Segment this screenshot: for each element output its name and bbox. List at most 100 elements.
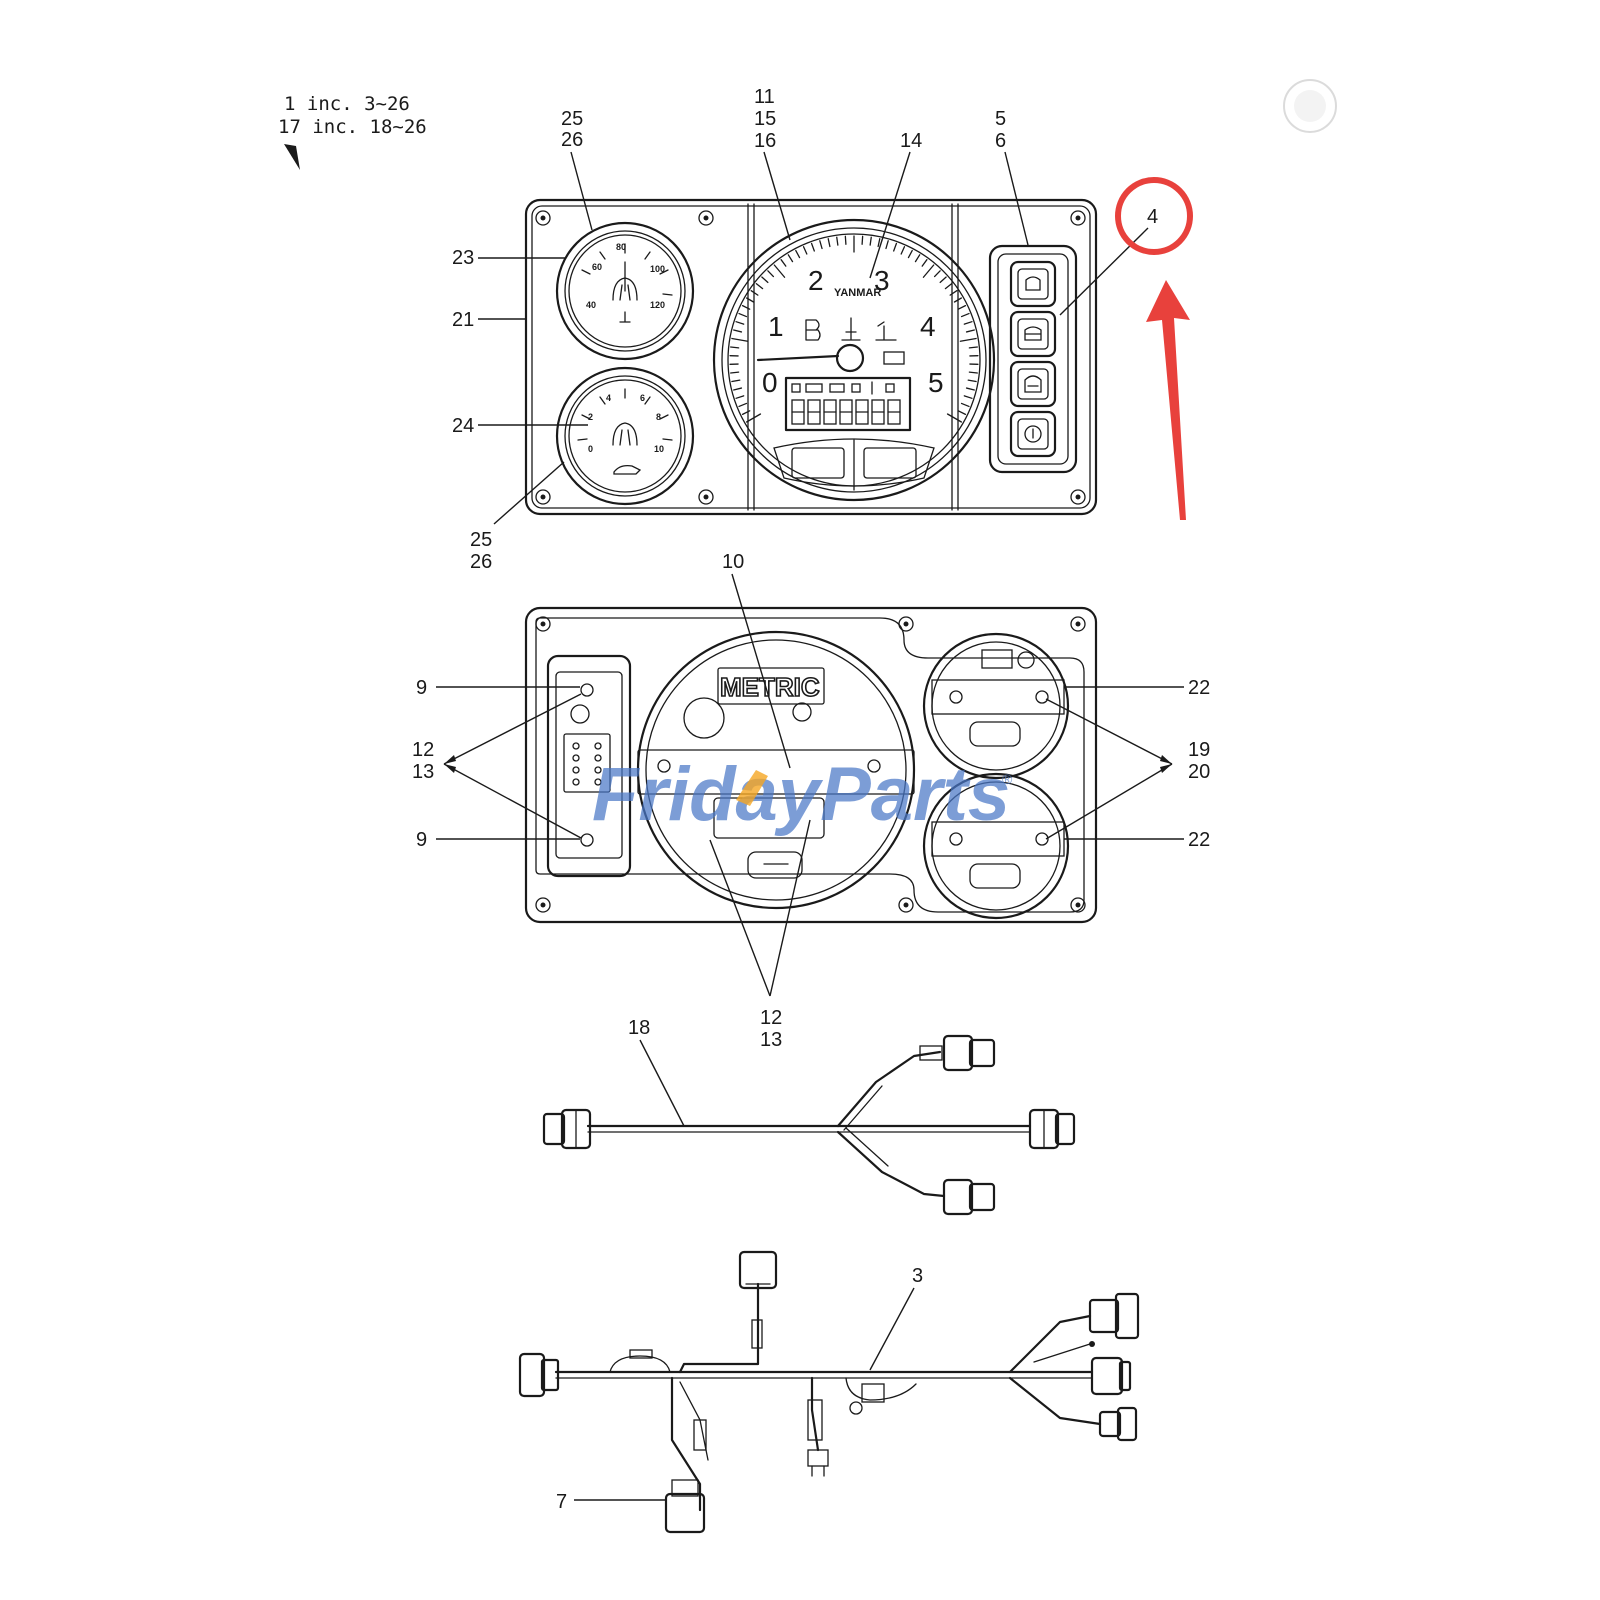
callout-label: 13 <box>760 1029 782 1051</box>
note-line-1: 1 inc. 3~26 <box>284 93 410 115</box>
tach-tick <box>953 297 963 303</box>
callout-label: 25 <box>561 108 583 130</box>
tach-tick <box>963 395 973 399</box>
callout-label: 4 <box>1147 206 1158 228</box>
watermark-text: FridayParts <box>592 752 1010 837</box>
callout-label: 19 <box>1188 739 1210 761</box>
tach-tick <box>741 304 751 310</box>
tach-tick <box>819 240 823 250</box>
connector-icon <box>1028 1108 1076 1150</box>
switch-panel <box>988 244 1078 474</box>
callout-label: 13 <box>412 761 434 783</box>
connector-icon <box>1090 1356 1132 1396</box>
tach-tick <box>959 337 977 342</box>
tach-tick <box>957 410 967 416</box>
tach-numeral: 1 <box>768 311 784 342</box>
tach-tick <box>730 346 740 349</box>
tach-tick <box>730 371 740 374</box>
tach-tick <box>957 304 967 310</box>
tach-tick <box>968 371 978 374</box>
temperature-gauge: 60 80 100 40 120 <box>555 221 695 361</box>
tach-tick <box>767 270 775 278</box>
callout-label: 22 <box>1188 677 1210 699</box>
tachometer: 0 1 2 3 4 5 YANMAR <box>712 218 996 502</box>
callout-label: 7 <box>556 1491 567 1513</box>
callout-label: 15 <box>754 108 776 130</box>
tach-tick <box>780 259 787 267</box>
tach-tick <box>907 249 913 259</box>
rear-panel: METRIC <box>524 606 1098 924</box>
tach-tick <box>965 329 975 333</box>
connector-icon <box>1098 1406 1138 1442</box>
oil-pressure-gauge: 4 6 2 8 0 10 <box>555 366 695 506</box>
connector-icon <box>518 1352 560 1398</box>
oil-icon <box>875 321 897 341</box>
tach-tick <box>893 242 898 252</box>
callout-label: 16 <box>754 130 776 152</box>
tach-tick <box>922 264 935 278</box>
front-callouts: 25 26 11 15 16 14 5 6 4 23 21 24 25 26 <box>452 86 1158 573</box>
callout-label: 12 <box>412 739 434 761</box>
svg-text:2: 2 <box>588 412 593 422</box>
svg-text:120: 120 <box>650 300 665 310</box>
tach-tick <box>810 242 815 252</box>
tach-tick <box>949 290 958 296</box>
tach-tick <box>773 264 786 278</box>
coolant-icon <box>841 317 861 341</box>
rear-metric-label: METRIC <box>720 672 820 702</box>
tach-tick <box>965 387 975 391</box>
svg-text:6: 6 <box>640 393 645 403</box>
callout-label: 20 <box>1188 761 1210 783</box>
battery-icon <box>883 351 905 365</box>
tach-tick <box>933 270 941 278</box>
tach-tick <box>914 254 921 263</box>
tach-tick <box>900 246 906 255</box>
tach-tick <box>761 276 769 284</box>
direction-arrow-icon <box>284 144 300 170</box>
svg-text:80: 80 <box>616 242 626 252</box>
note-line-2: 17 inc. 18~26 <box>278 116 427 138</box>
svg-text:0: 0 <box>588 444 593 454</box>
tach-tick <box>968 346 978 349</box>
svg-text:40: 40 <box>586 300 596 310</box>
tach-tick <box>861 235 864 245</box>
tach-tick <box>735 321 745 325</box>
watermark: FridayParts ® <box>592 752 1013 837</box>
tach-tick <box>802 246 808 255</box>
rocker-switch <box>1009 360 1057 408</box>
tach-tick <box>946 413 963 423</box>
tach-tick <box>731 379 741 383</box>
tach-tick <box>733 387 743 391</box>
tach-tick <box>745 413 762 423</box>
connector-icon <box>942 1034 996 1072</box>
highlight-marker <box>1115 177 1193 520</box>
tach-tick <box>939 276 947 284</box>
callout-label: 22 <box>1188 829 1210 851</box>
rocker-switch <box>1009 260 1057 308</box>
tach-tick <box>960 312 970 318</box>
rocker-switch <box>1009 410 1057 458</box>
tach-tick <box>960 402 970 408</box>
callout-label: 11 <box>754 86 775 108</box>
callout-label: 26 <box>561 129 583 151</box>
tach-numeral: 0 <box>762 367 778 398</box>
lcd-display <box>784 376 912 432</box>
callout-label: 14 <box>900 130 922 152</box>
tach-numeral: 3 <box>874 265 890 296</box>
callout-label: 6 <box>995 130 1006 152</box>
rocker-switch <box>1009 310 1057 358</box>
screw-icon <box>535 616 1086 913</box>
tach-tick <box>745 297 755 303</box>
tach-numeral: 4 <box>920 311 936 342</box>
tach-brand: YANMAR <box>834 287 881 299</box>
glow-plug-icon <box>805 319 821 341</box>
svg-text:4: 4 <box>606 393 611 403</box>
watermark-mark: ® <box>1002 771 1013 787</box>
callout-label: 12 <box>760 1007 782 1029</box>
highlight-arrow-icon <box>1146 280 1190 520</box>
tach-tick <box>869 236 872 246</box>
tach-tick <box>963 321 973 325</box>
svg-text:100: 100 <box>650 264 665 274</box>
connector-icon <box>1088 1292 1140 1340</box>
front-panel: 60 80 100 40 120 4 6 <box>524 198 1098 516</box>
